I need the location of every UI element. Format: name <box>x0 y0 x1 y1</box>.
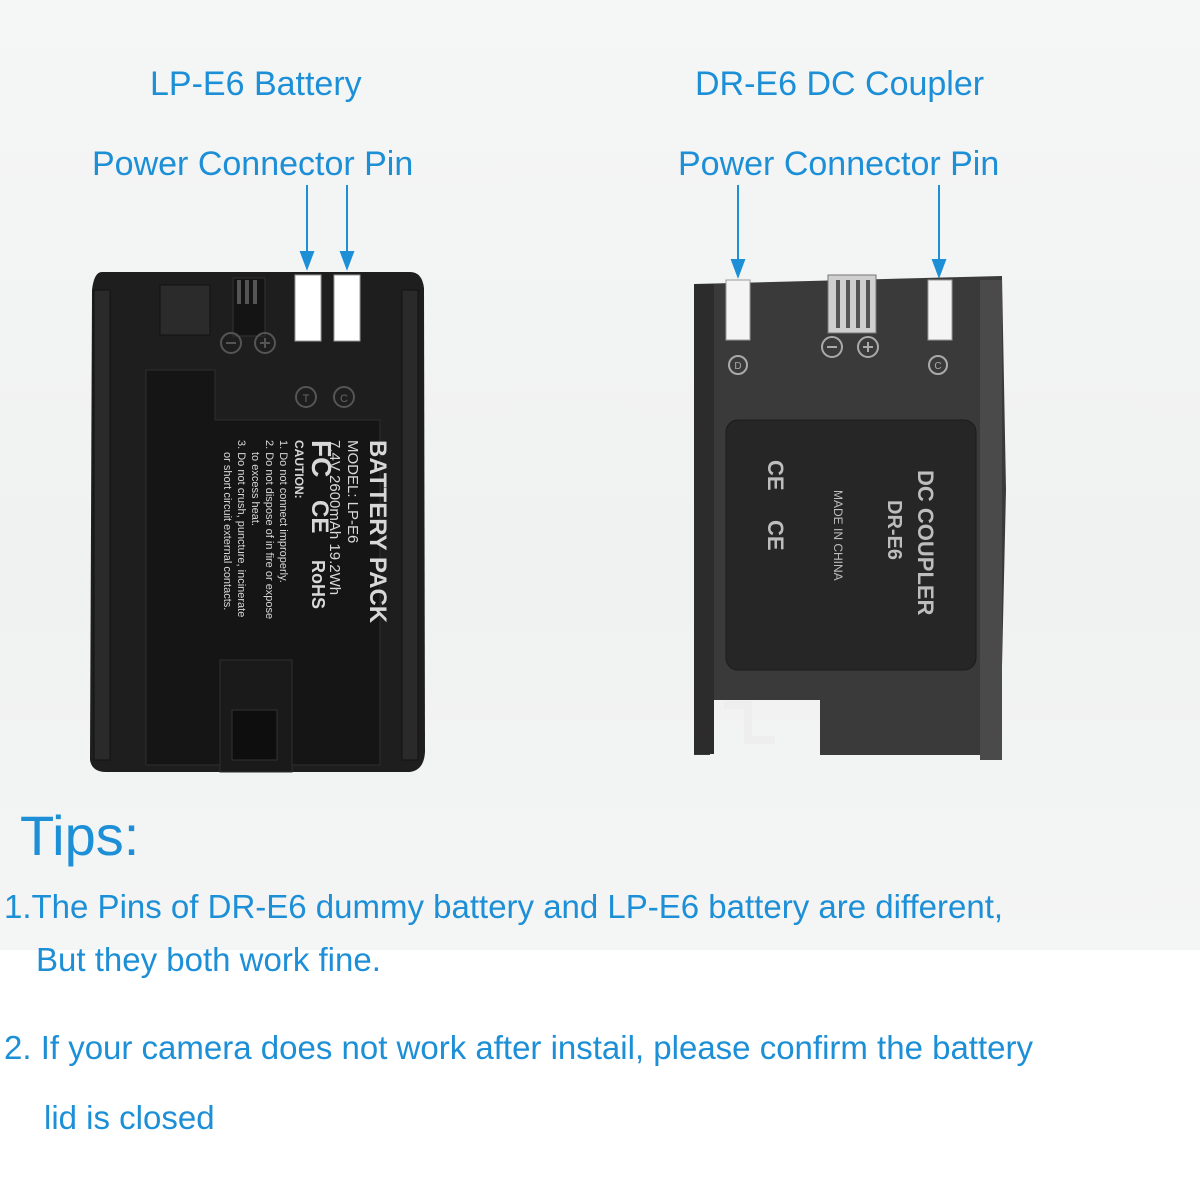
coupler-pin-arrows <box>730 185 947 279</box>
svg-text:CAUTION:: CAUTION: <box>292 440 306 499</box>
svg-text:CE: CE <box>763 460 788 491</box>
coupler-pin-1 <box>725 279 751 341</box>
svg-text:2. Do not dispose of in fire o: 2. Do not dispose of in fire or expose <box>263 440 275 619</box>
svg-text:DR-E6: DR-E6 <box>883 500 905 560</box>
tip-1-line-2: But they both work fine. <box>36 941 381 978</box>
battery-pin-1 <box>294 274 322 342</box>
svg-text:CE: CE <box>306 500 333 533</box>
tips-title: Tips: <box>20 804 140 867</box>
coupler-label-text: DC COUPLER DR-E6 MADE IN CHINA CE CE <box>763 460 938 616</box>
coupler-pin-2 <box>927 279 953 341</box>
svg-text:1. Do not connect improperly.: 1. Do not connect improperly. <box>277 440 289 583</box>
coupler-pin-label: Power Connector Pin <box>678 145 1000 183</box>
svg-text:D: D <box>734 361 741 372</box>
battery-pin-2 <box>333 274 361 342</box>
coupler-title: DR-E6 DC Coupler <box>695 65 985 103</box>
battery-pin-label: Power Connector Pin <box>92 145 414 183</box>
svg-text:3. Do not crush, puncture, inc: 3. Do not crush, puncture, incinerate <box>235 440 247 617</box>
svg-text:C: C <box>340 393 348 405</box>
svg-text:BATTERY PACK: BATTERY PACK <box>364 440 391 624</box>
battery-title: LP-E6 Battery <box>150 65 362 103</box>
svg-text:RoHS: RoHS <box>308 560 328 609</box>
svg-text:to excess heat.: to excess heat. <box>249 452 261 526</box>
battery-pin-arrows <box>299 185 355 271</box>
lp-e6-battery-illustration: T C BATTERY PACK MODEL: LP-E6 7.4V 2600m… <box>90 185 425 773</box>
tip-1-line-1: 1.The Pins of DR-E6 dummy battery and LP… <box>4 888 1004 925</box>
svg-text:CE: CE <box>763 520 788 551</box>
svg-text:MODEL: LP-E6: MODEL: LP-E6 <box>344 440 361 543</box>
svg-text:FC: FC <box>306 440 337 477</box>
svg-text:T: T <box>303 393 310 405</box>
svg-text:DC COUPLER: DC COUPLER <box>913 470 938 616</box>
dr-e6-coupler-illustration: D C DC COUPLER DR-E6 MADE IN CHINA CE CE <box>694 185 1006 760</box>
battery-label-text: BATTERY PACK MODEL: LP-E6 7.4V 2600mAh 1… <box>221 440 391 735</box>
svg-text:MADE IN CHINA: MADE IN CHINA <box>831 490 845 581</box>
coupler-label-panel <box>725 419 977 671</box>
svg-text:7.4V 2600mAh 19.2Wh: 7.4V 2600mAh 19.2Wh <box>326 440 343 595</box>
svg-text:or short circuit external cont: or short circuit external contacts. <box>221 452 233 610</box>
tip-2-line-1: 2. If your camera does not work after in… <box>4 1029 1033 1066</box>
tip-2-line-2: lid is closed <box>44 1099 215 1136</box>
svg-text:C: C <box>934 361 941 372</box>
